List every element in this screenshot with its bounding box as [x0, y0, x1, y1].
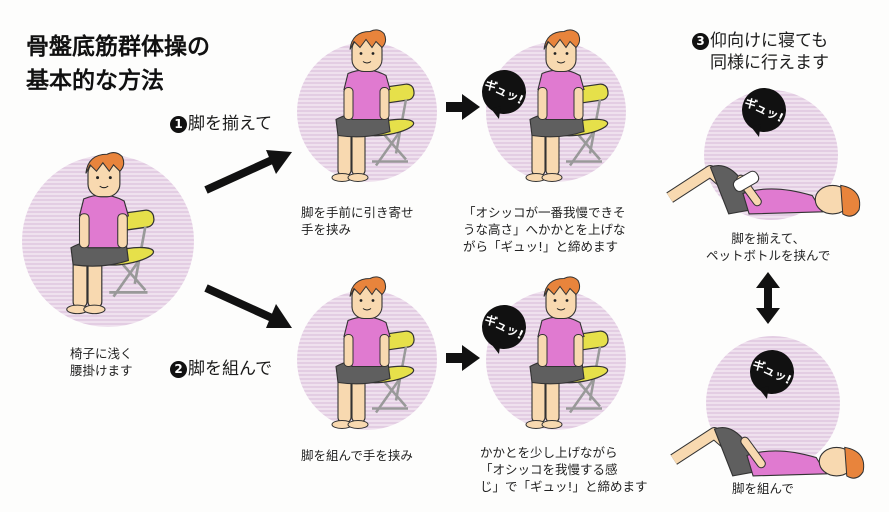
- step2b-crossed-leg-figure: [524, 275, 611, 430]
- title-line-1: 骨盤底筋群体操の: [26, 34, 210, 60]
- title-line-2: 基本的な方法: [26, 68, 164, 94]
- start-caption: 椅子に浅く 腰掛けます: [70, 346, 133, 378]
- arrow-down-right-icon: [204, 284, 292, 328]
- step1b-caption: 「オシッコが一番我慢できそ うな高さ」へかかとを上げな がら「ギュッ!」と締めま…: [463, 205, 626, 254]
- step2-arrow-right-icon: [446, 345, 480, 371]
- step3a-lying-figure: [664, 108, 879, 220]
- step1a-seated-figure: [330, 28, 417, 183]
- arrow-up-right-icon: [204, 150, 292, 194]
- step2-number-badge: 2: [170, 361, 187, 378]
- step1-number-badge: 1: [170, 116, 187, 133]
- page-title: 骨盤底筋群体操の 基本的な方法: [26, 30, 210, 98]
- step3a-caption: 脚を揃えて、 ペットボトルを挟んで: [706, 231, 831, 263]
- step2a-crossed-leg-figure: [330, 275, 417, 430]
- step2a-caption: 脚を組んで手を挟み: [301, 448, 413, 463]
- step1-arrow-right-icon: [446, 94, 480, 120]
- step2b-caption: かかとを少し上げながら 「オシッコを我慢する感 じ」で「ギュッ!」と締めます: [480, 445, 648, 494]
- step3-number-badge: 3: [692, 33, 709, 50]
- step3b-caption: 脚を組んで: [732, 481, 794, 496]
- step1a-caption: 脚を手前に引き寄せ 手を挟み: [301, 205, 414, 237]
- double-arrow-vertical-icon: [756, 272, 780, 324]
- start-seated-figure: [65, 151, 157, 315]
- step1b-seated-figure: [524, 28, 611, 183]
